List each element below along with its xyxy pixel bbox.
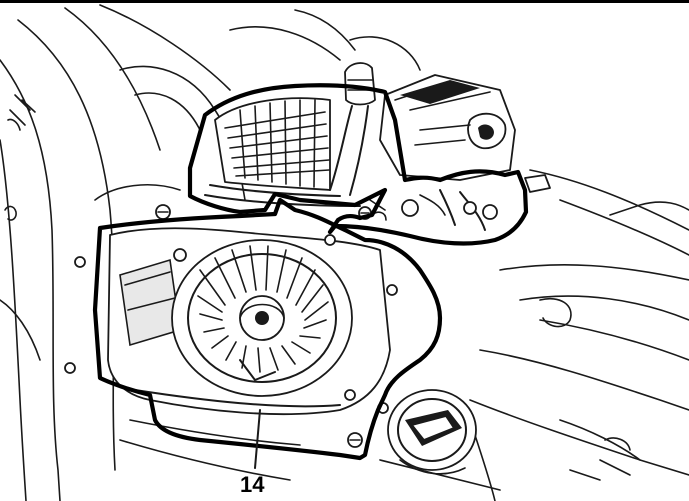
callout-14-label: 14 (240, 472, 265, 497)
saw-housing (0, 4, 689, 501)
cylinder-head (204, 97, 361, 207)
flywheel-assembly (107, 227, 398, 416)
spark-plug-cap (329, 62, 376, 196)
screws (64, 201, 477, 448)
choke-knob (387, 389, 477, 475)
cooling-fins (224, 99, 330, 188)
cylinder-cover-outline (187, 83, 529, 246)
starter-cover-outline (92, 197, 443, 461)
callout-14-leader-line (254, 409, 261, 469)
flywheel-fan (171, 239, 353, 397)
carburetor-block (369, 74, 551, 231)
